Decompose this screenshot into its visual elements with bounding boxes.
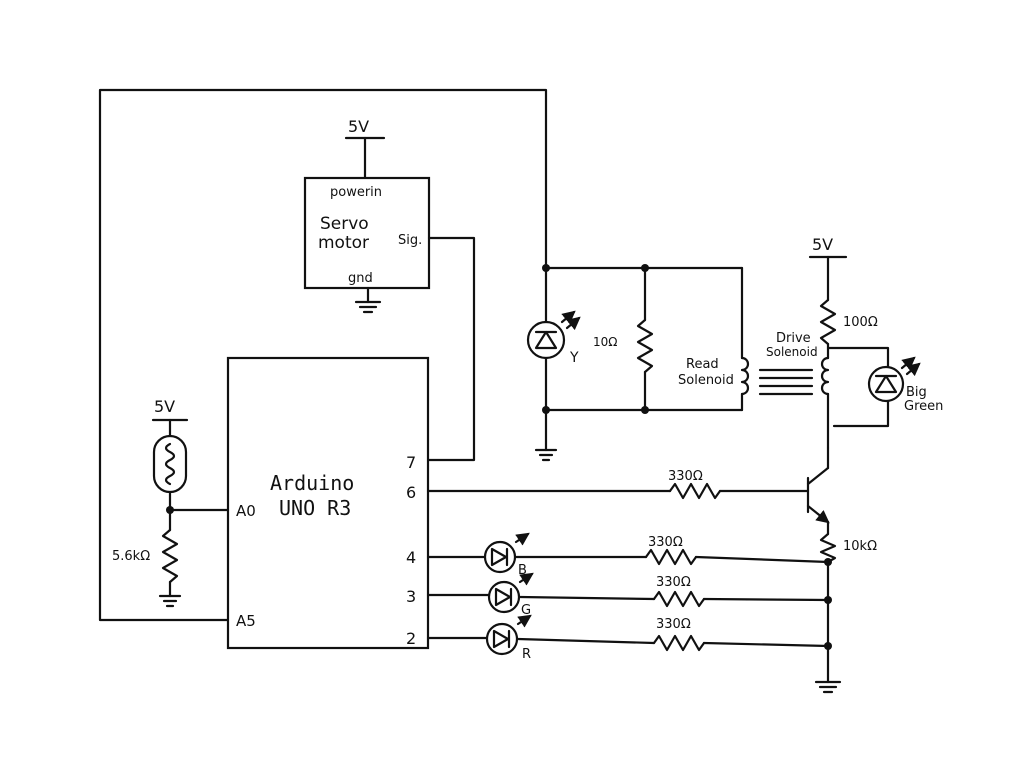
arduino-board [226, 356, 430, 650]
wire [694, 555, 830, 564]
resistor-330-g [652, 590, 706, 608]
drive-solenoid-coil [820, 356, 830, 396]
light-arrow-icon [514, 532, 530, 546]
servo-signal-wire [426, 236, 476, 462]
wire [518, 595, 656, 601]
drive-solenoid-label-line1: Drive [776, 331, 811, 346]
light-arrow-icon [516, 614, 532, 628]
green-led-label: G [521, 603, 531, 618]
big-green-label-line1: Big [906, 385, 927, 400]
wire [826, 346, 890, 368]
resistor-10-ohm [636, 318, 654, 374]
green-led [487, 580, 521, 614]
yellow-led [526, 320, 566, 360]
pulldown-resistor-label: 5.6kΩ [112, 549, 150, 564]
wire [832, 400, 890, 428]
resistor-10-ohm-label: 10Ω [593, 335, 617, 349]
ground-symbol [534, 448, 558, 462]
wire [702, 597, 830, 602]
pin-2-label: 2 [406, 629, 416, 648]
pin-4-label: 4 [406, 548, 416, 567]
transistor-emitter [806, 504, 830, 524]
big-green-label-line2: Green [904, 399, 943, 414]
read-solenoid-coil [740, 356, 750, 396]
resistor-100-ohm-label: 100Ω [843, 315, 878, 330]
led-triangle [874, 374, 898, 394]
transistor-collector [806, 466, 830, 486]
pin-a0-label: A0 [236, 502, 256, 520]
red-led-label: R [522, 647, 531, 662]
pin-7-label: 7 [406, 453, 416, 472]
drive-branch: 5V 100Ω Drive Solenoid Big Green 10kΩ [766, 235, 943, 694]
drive-solenoid-label-line2: Solenoid [766, 345, 818, 359]
pin-6-label: 6 [406, 483, 416, 502]
resistor-330-b [644, 548, 698, 566]
ground-symbol [814, 680, 842, 694]
arduino-name-line2: UNO R3 [279, 496, 351, 520]
servo-signal-pin: Sig. [398, 233, 422, 248]
light-arrow-icon [905, 362, 921, 377]
light-arrow-icon [518, 572, 534, 586]
read-solenoid-label-line2: Solenoid [678, 373, 734, 388]
servo-power-pin: powerin [330, 185, 382, 200]
resistor-330-g-label: 330Ω [656, 575, 691, 590]
a5-feedback-wire [98, 88, 548, 622]
servo-ground-pin: gnd [348, 271, 373, 286]
resistor-330-base-label: 330Ω [668, 469, 703, 484]
supply-label: 5V [154, 397, 175, 416]
resistor-330-b-label: 330Ω [648, 535, 683, 550]
supply-label: 5V [812, 235, 833, 254]
light-arrow-icon [565, 316, 581, 331]
junction-dot [542, 406, 550, 414]
red-led [485, 622, 519, 656]
resistor-330-r-label: 330Ω [656, 617, 691, 632]
pulldown-resistor [161, 528, 179, 584]
arduino-uno: Arduino UNO R3 A0 A5 7 6 4 3 2 [226, 356, 430, 650]
servo-name-line1: Servo [320, 214, 369, 234]
led-triangle [490, 547, 508, 567]
blue-led-branch: B 330Ω [426, 532, 830, 578]
ground-symbol [354, 300, 382, 314]
yellow-led-label: Y [569, 350, 579, 366]
blue-led-label: B [518, 563, 527, 578]
red-led-branch: R 330Ω [426, 614, 830, 662]
light-arrow-icon [900, 356, 916, 371]
servo-name-line2: motor [318, 233, 369, 253]
big-green-led [867, 365, 905, 403]
servo-motor: 5V powerin Servo motor Sig. gnd [303, 117, 431, 314]
led-triangle [492, 629, 510, 649]
photoresistor-divider: 5V 5.6kΩ [112, 397, 230, 608]
resistor-10k-ohm-label: 10kΩ [843, 539, 877, 554]
ground-symbol [158, 594, 182, 608]
resistor-100-ohm [819, 298, 837, 346]
servo-box [303, 176, 431, 290]
pin6-base-drive: 330Ω [426, 469, 810, 500]
solenoid-coupling-lines [758, 368, 814, 396]
photoresistor-zigzag [164, 442, 176, 486]
arduino-name-line1: Arduino [270, 471, 354, 495]
resistor-10k-ohm [819, 532, 837, 564]
light-arrow-icon [560, 310, 576, 325]
resistor-330-base [668, 482, 722, 500]
green-led-branch: G 330Ω [426, 572, 830, 618]
yellow-led-branch: Y 10Ω Read Solenoid [526, 266, 750, 462]
resistor-330-r [652, 634, 706, 652]
wire [702, 641, 830, 648]
pin-a5-label: A5 [236, 612, 256, 630]
led-triangle [494, 587, 512, 607]
blue-led [483, 540, 517, 574]
led-triangle [534, 330, 558, 350]
pin-3-label: 3 [406, 587, 416, 606]
read-solenoid-label-line1: Read [686, 357, 719, 372]
wire [516, 637, 656, 645]
supply-label: 5V [348, 117, 369, 136]
